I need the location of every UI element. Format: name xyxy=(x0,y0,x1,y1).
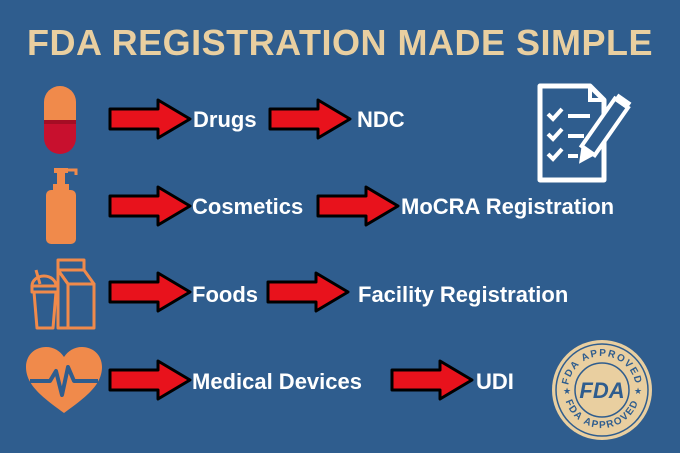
page-title: FDA REGISTRATION MADE SIMPLE xyxy=(27,22,653,63)
arrow-cosmetics-1 xyxy=(108,184,192,228)
seal-center: FDA xyxy=(579,378,624,403)
svg-text:★: ★ xyxy=(634,386,642,396)
label-ndc: NDC xyxy=(357,107,405,132)
pill-capsule-icon xyxy=(44,86,76,154)
arrow-devices-1 xyxy=(108,358,192,402)
arrow-drugs-2 xyxy=(268,97,352,141)
fda-approved-seal: FDA APPROVED FDA APPROVED ★ ★ FDA xyxy=(552,340,652,440)
label-mocra-registration: MoCRA Registration xyxy=(401,194,615,219)
arrow-foods-2 xyxy=(266,270,350,314)
arrow-devices-2 xyxy=(390,358,474,402)
arrow-cosmetics-2 xyxy=(316,184,400,228)
label-cosmetics: Cosmetics xyxy=(192,194,304,219)
label-medical-devices: Medical Devices xyxy=(192,369,362,394)
label-foods: Foods xyxy=(192,282,258,307)
arrow-foods-1 xyxy=(108,270,192,314)
food-cup-carton-icon xyxy=(30,258,96,330)
svg-text:★: ★ xyxy=(563,386,571,396)
label-drugs: Drugs xyxy=(193,107,257,132)
arrow-drugs-1 xyxy=(108,97,192,141)
heart-pulse-icon xyxy=(26,347,102,413)
pump-bottle-icon xyxy=(46,168,78,244)
label-udi: UDI xyxy=(476,369,514,394)
checklist-pen-icon xyxy=(537,83,632,183)
label-facility-registration: Facility Registration xyxy=(358,282,569,307)
